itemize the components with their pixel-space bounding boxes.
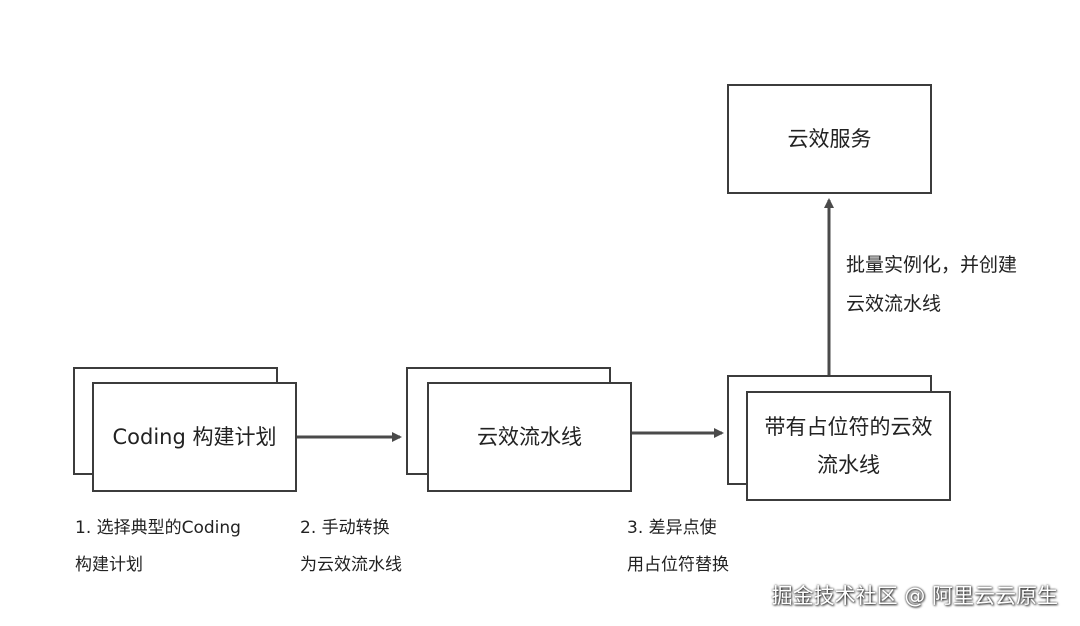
step-1-caption: 1. 选择典型的Coding 构建计划 [75, 510, 241, 584]
placeholder-pipeline-node: 带有占位符的云效 流水线 [746, 391, 951, 501]
service-node: 云效服务 [727, 84, 932, 194]
step-2-caption-line2: 为云效流水线 [300, 555, 402, 575]
instantiate-edge-label-line1: 批量实例化，并创建 [846, 254, 1018, 276]
step-3-caption-line1: 3. 差异点使 [627, 518, 717, 538]
step-3-caption-line2: 用占位符替换 [627, 555, 729, 575]
placeholder-pipeline-label-line1: 带有占位符的云效 [764, 415, 933, 439]
service-label: 云效服务 [787, 127, 872, 151]
coding-plan-label: Coding 构建计划 [112, 425, 277, 449]
step-2-caption: 2. 手动转换 为云效流水线 [300, 510, 402, 584]
instantiate-edge-label-line2: 云效流水线 [846, 293, 942, 315]
watermark: 掘金技术社区 @ 阿里云云原生 [771, 584, 1058, 608]
coding-plan-node: Coding 构建计划 [92, 382, 297, 492]
step-3-caption: 3. 差异点使 用占位符替换 [627, 510, 729, 584]
step-1-caption-line1: 1. 选择典型的Coding [75, 518, 241, 538]
step-2-caption-line1: 2. 手动转换 [300, 518, 390, 538]
placeholder-pipeline-label-line2: 流水线 [817, 453, 880, 477]
instantiate-edge-label: 批量实例化，并创建 云效流水线 [846, 246, 1017, 324]
step-1-caption-line2: 构建计划 [75, 555, 143, 575]
pipeline-label: 云效流水线 [477, 425, 582, 449]
pipeline-node: 云效流水线 [427, 382, 632, 492]
